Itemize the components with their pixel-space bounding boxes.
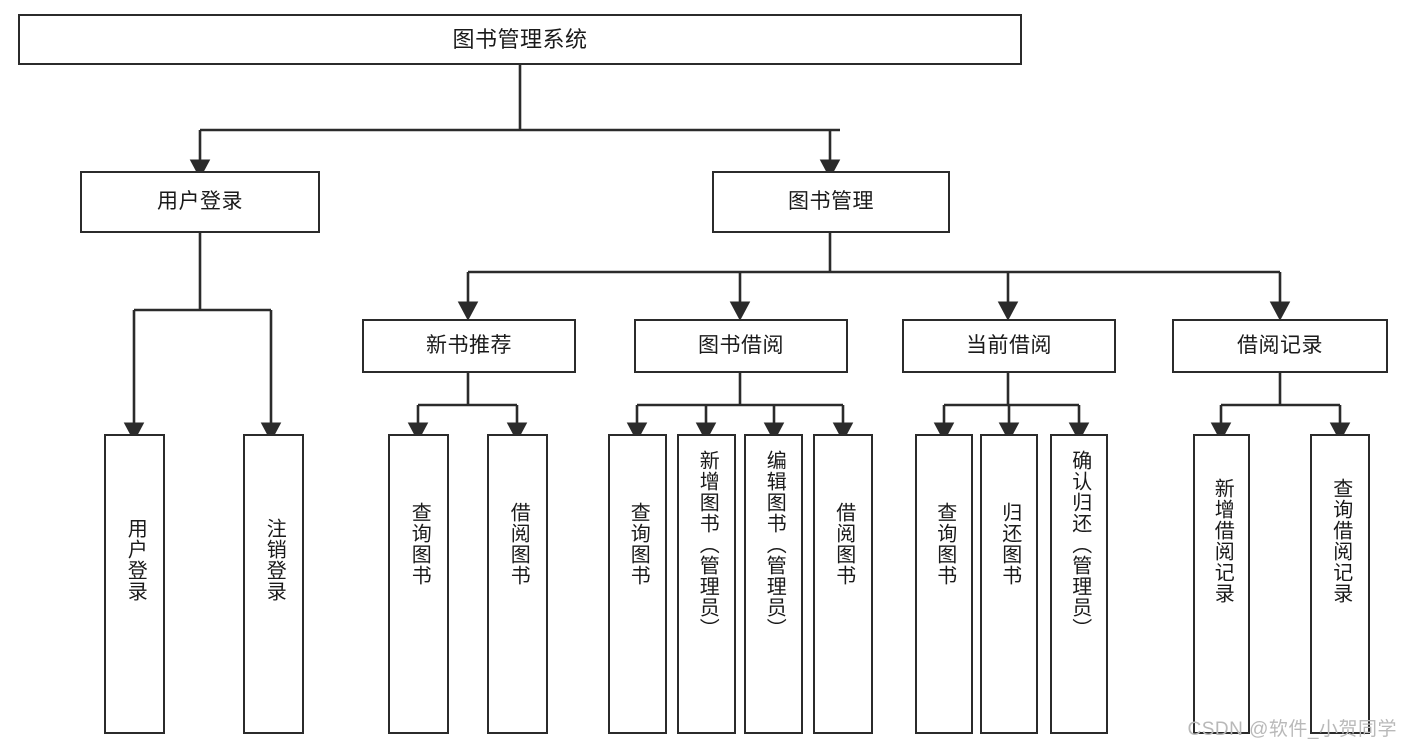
node-leaf-edit-book-label: 编辑图书（管理员） xyxy=(763,450,786,639)
node-leaf-query-record-label: 查询借阅记录 xyxy=(1329,478,1352,604)
node-new-book-recommend[interactable]: 新书推荐 xyxy=(362,319,576,373)
node-root-system[interactable]: 图书管理系统 xyxy=(18,14,1022,65)
node-borrow-record-label: 借阅记录 xyxy=(1237,333,1323,357)
node-book-borrow[interactable]: 图书借阅 xyxy=(634,319,848,373)
node-leaf-query-book-2-label: 查询图书 xyxy=(627,502,650,586)
node-leaf-confirm-return[interactable]: 确认归还（管理员） xyxy=(1050,434,1108,734)
node-leaf-user-login-label: 用户登录 xyxy=(124,518,147,602)
node-leaf-query-book-3-label: 查询图书 xyxy=(933,502,956,586)
node-leaf-edit-book[interactable]: 编辑图书（管理员） xyxy=(744,434,803,734)
node-leaf-borrow-book-2-label: 借阅图书 xyxy=(832,502,855,586)
node-current-borrow-label: 当前借阅 xyxy=(966,333,1052,357)
node-borrow-record[interactable]: 借阅记录 xyxy=(1172,319,1388,373)
node-leaf-user-logout[interactable]: 注销登录 xyxy=(243,434,304,734)
node-leaf-query-record[interactable]: 查询借阅记录 xyxy=(1310,434,1370,734)
node-leaf-borrow-book-1-label: 借阅图书 xyxy=(507,502,530,586)
node-new-book-recommend-label: 新书推荐 xyxy=(426,333,512,357)
node-leaf-user-logout-label: 注销登录 xyxy=(263,518,286,602)
node-leaf-confirm-return-label: 确认归还（管理员） xyxy=(1068,450,1091,639)
node-leaf-query-book-1-label: 查询图书 xyxy=(408,502,431,586)
node-book-management[interactable]: 图书管理 xyxy=(712,171,950,233)
node-leaf-user-login[interactable]: 用户登录 xyxy=(104,434,165,734)
node-leaf-borrow-book-2[interactable]: 借阅图书 xyxy=(813,434,873,734)
node-leaf-query-book-3[interactable]: 查询图书 xyxy=(915,434,973,734)
node-user-login[interactable]: 用户登录 xyxy=(80,171,320,233)
node-current-borrow[interactable]: 当前借阅 xyxy=(902,319,1116,373)
node-leaf-add-record[interactable]: 新增借阅记录 xyxy=(1193,434,1250,734)
node-user-login-label: 用户登录 xyxy=(157,189,243,213)
node-leaf-add-book[interactable]: 新增图书（管理员） xyxy=(677,434,736,734)
node-leaf-add-book-label: 新增图书（管理员） xyxy=(696,450,719,639)
node-leaf-return-book-label: 归还图书 xyxy=(998,502,1021,586)
node-leaf-query-book-1[interactable]: 查询图书 xyxy=(388,434,449,734)
node-leaf-borrow-book-1[interactable]: 借阅图书 xyxy=(487,434,548,734)
node-leaf-return-book[interactable]: 归还图书 xyxy=(980,434,1038,734)
node-root-system-label: 图书管理系统 xyxy=(452,26,588,52)
node-book-borrow-label: 图书借阅 xyxy=(698,333,784,357)
node-leaf-add-record-label: 新增借阅记录 xyxy=(1211,478,1234,604)
node-book-management-label: 图书管理 xyxy=(788,189,874,213)
node-leaf-query-book-2[interactable]: 查询图书 xyxy=(608,434,667,734)
